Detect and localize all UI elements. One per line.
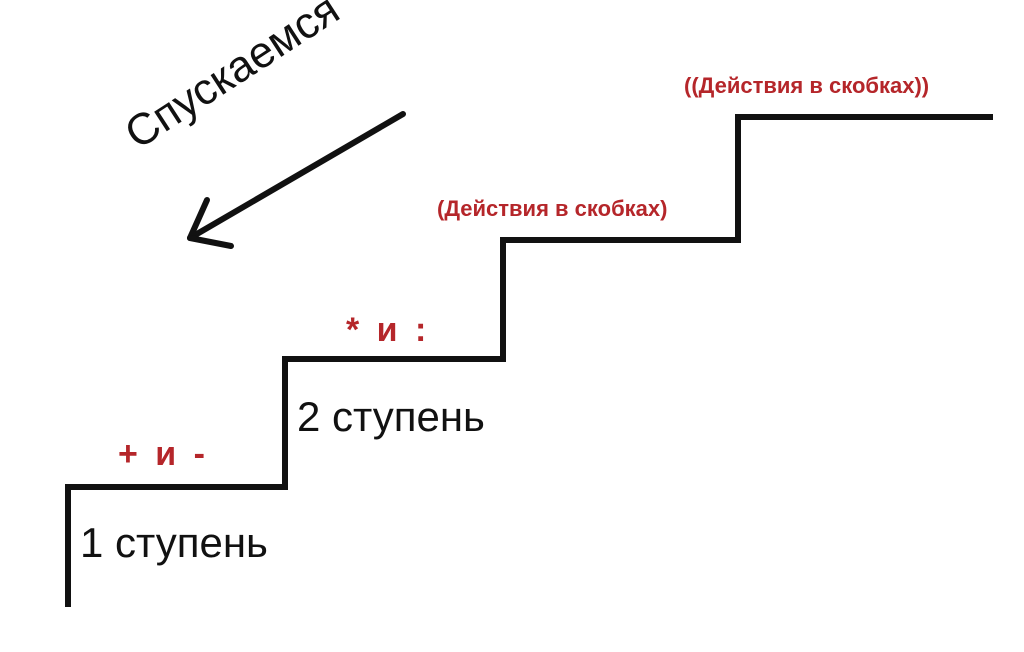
step-2-label: 2 ступень: [297, 393, 485, 440]
step-1-label: 1 ступень: [80, 519, 268, 566]
step-4-operators: ((Действия в скобках)): [684, 73, 930, 98]
step-1-operators: + и -: [118, 435, 209, 473]
staircase-line: [65, 114, 993, 607]
step-3-operators: (Действия в скобках): [437, 196, 668, 221]
arrow-down-left-icon: [187, 111, 406, 249]
step-2-operators: * и :: [346, 311, 431, 349]
